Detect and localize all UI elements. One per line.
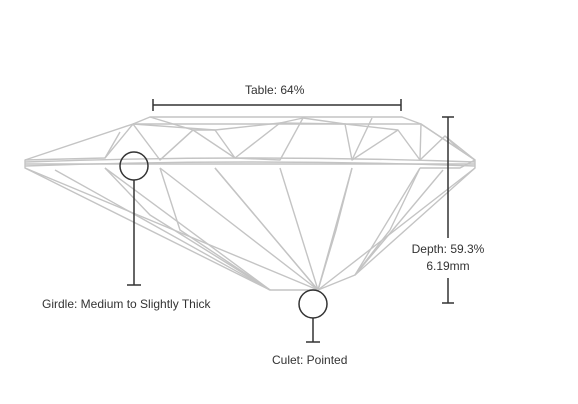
girdle-marker [119, 151, 149, 181]
depth-label-group: Depth: 59.3% 6.19mm [402, 241, 494, 275]
diamond-outline [24, 116, 476, 291]
girdle-label: Girdle: Medium to Slightly Thick [42, 297, 211, 311]
table-label: Table: 64% [245, 83, 305, 97]
culet-label: Culet: Pointed [272, 353, 348, 367]
table-measure [152, 99, 402, 111]
culet-callout [298, 289, 328, 343]
girdle-callout [119, 151, 149, 286]
depth-mm-label: 6.19mm [426, 259, 470, 273]
culet-marker [298, 289, 328, 319]
depth-measure [442, 116, 454, 304]
depth-label: Depth: 59.3% [411, 242, 485, 256]
